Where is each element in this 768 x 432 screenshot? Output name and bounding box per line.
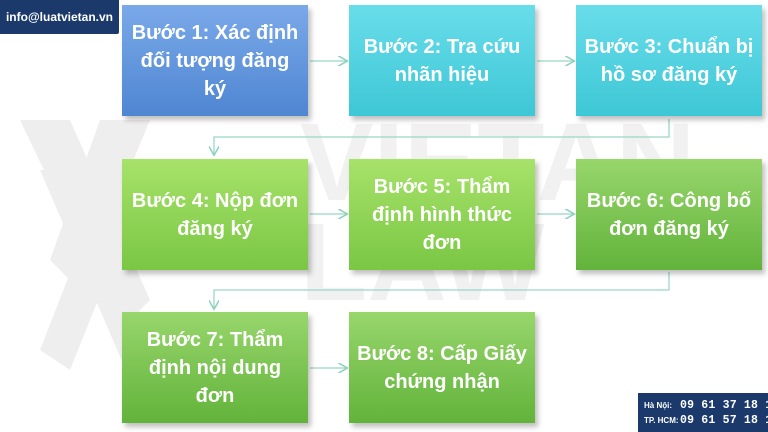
step-8-box: Bước 8: Cấp Giấy chứng nhận	[349, 312, 535, 423]
email-badge[interactable]: info@luatvietan.vn	[0, 0, 119, 34]
contact-phones: Hà Nội: 09 61 37 18 18 TP. HCM: 09 61 57…	[638, 393, 768, 432]
contact-label: TP. HCM:	[644, 416, 679, 425]
phone-number[interactable]: 09 61 57 18 18	[680, 414, 768, 427]
step-2-box: Bước 2: Tra cứu nhãn hiệu	[349, 5, 535, 116]
step-3-box: Bước 3: Chuẩn bị hồ sơ đăng ký	[576, 5, 762, 116]
step-6-box: Bước 6: Công bố đơn đăng ký	[576, 159, 762, 270]
phone-number[interactable]: 09 61 37 18 18	[680, 399, 768, 412]
step-4-box: Bước 4: Nộp đơn đăng ký	[122, 159, 308, 270]
step-7-box: Bước 7: Thẩm định nội dung đơn	[122, 312, 308, 423]
contact-row-hanoi[interactable]: Hà Nội: 09 61 37 18 18	[644, 399, 768, 412]
step-1-box: Bước 1: Xác định đối tượng đăng ký	[122, 5, 308, 116]
contact-row-hcm[interactable]: TP. HCM: 09 61 57 18 18	[644, 414, 768, 427]
step-5-box: Bước 5: Thẩm định hình thức đơn	[349, 159, 535, 270]
contact-label: Hà Nội:	[644, 401, 672, 410]
